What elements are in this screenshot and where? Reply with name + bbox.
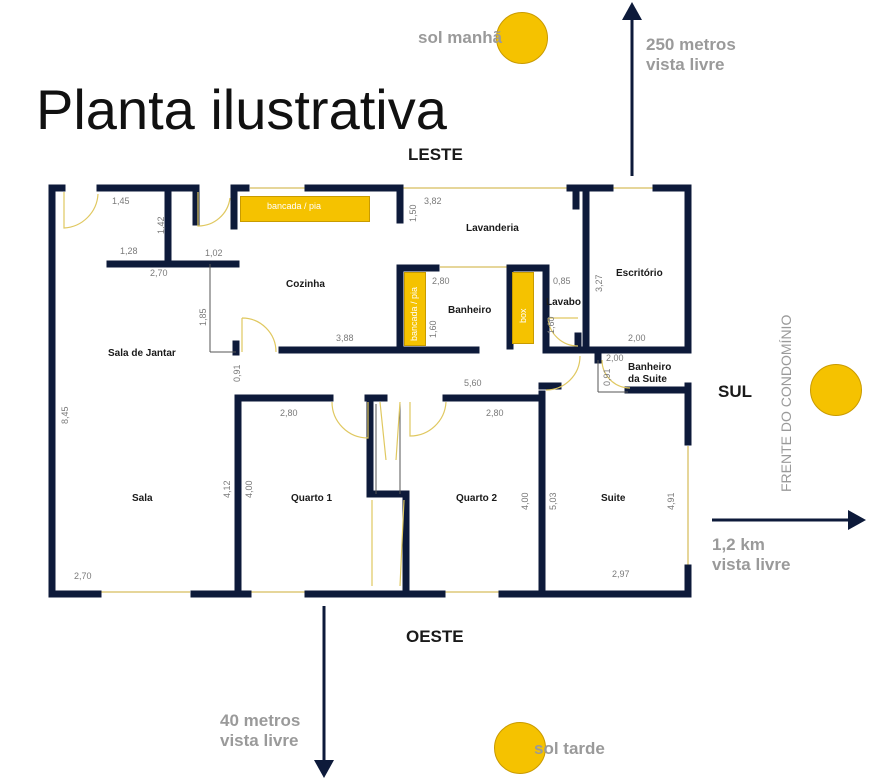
compass-east-label: LESTE bbox=[408, 145, 463, 164]
room-sala: Sala bbox=[132, 493, 153, 504]
dim-0-91-b: 0,91 bbox=[602, 368, 612, 386]
dim-5-60: 5,60 bbox=[464, 378, 482, 388]
dim-4-00-b: 4,00 bbox=[520, 492, 530, 510]
dim-2-00-a: 2,00 bbox=[628, 333, 646, 343]
dim-2-97: 2,97 bbox=[612, 569, 630, 579]
west-view-distance: 40 metros bbox=[220, 711, 301, 730]
dim-3-82: 3,82 bbox=[424, 196, 442, 206]
room-lavanderia: Lavanderia bbox=[466, 223, 519, 234]
page-title: Planta ilustrativa bbox=[36, 78, 447, 141]
bancada-top: bancada / pia bbox=[240, 196, 370, 222]
east-view-distance: 250 metros bbox=[646, 35, 736, 54]
dim-1-60-a: 1,60 bbox=[428, 320, 438, 338]
south-sun-icon bbox=[810, 364, 862, 416]
south-view-distance: 1,2 km bbox=[712, 535, 765, 554]
shower-box: box bbox=[512, 272, 534, 344]
dim-0-91-a: 0,91 bbox=[232, 364, 242, 382]
dim-4-12: 4,12 bbox=[222, 480, 232, 498]
room-banheiro-suite-line1: Banheiro bbox=[628, 362, 672, 373]
compass-south-label: SUL bbox=[718, 382, 752, 401]
east-view-label: 250 metros vista livre bbox=[646, 35, 736, 75]
dim-5-03: 5,03 bbox=[548, 492, 558, 510]
dim-2-70-b: 2,70 bbox=[74, 571, 92, 581]
room-quarto-2: Quarto 2 bbox=[456, 493, 498, 504]
south-view-text: vista livre bbox=[712, 555, 791, 575]
dim-4-00-a: 4,00 bbox=[244, 480, 254, 498]
dim-1-45: 1,45 bbox=[112, 196, 130, 206]
east-view-text: vista livre bbox=[646, 55, 725, 75]
morning-sun-label: sol manhã bbox=[418, 28, 503, 47]
dim-8-45: 8,45 bbox=[60, 406, 70, 424]
afternoon-sun-label: sol tarde bbox=[534, 739, 605, 758]
dim-3-27: 3,27 bbox=[594, 274, 604, 292]
room-sala-de-jantar: Sala de Jantar bbox=[108, 348, 176, 359]
bancada-vertical-label: bancada / pia bbox=[409, 286, 419, 341]
dim-1-28: 1,28 bbox=[120, 246, 138, 256]
room-banheiro-suite-line2: da Suite bbox=[628, 373, 667, 385]
dim-1-60-b: 1,60 bbox=[546, 316, 556, 334]
afternoon-sun-icon bbox=[494, 722, 546, 774]
west-arrow-head bbox=[314, 760, 334, 778]
dim-2-80-c: 2,80 bbox=[486, 408, 504, 418]
room-quarto-1: Quarto 1 bbox=[291, 493, 333, 504]
dim-1-02: 1,02 bbox=[205, 248, 223, 258]
dim-2-80-a: 2,80 bbox=[432, 276, 450, 286]
dim-0-85: 0,85 bbox=[553, 276, 571, 286]
shower-box-label: box bbox=[518, 308, 528, 323]
dim-2-80-b: 2,80 bbox=[280, 408, 298, 418]
room-lavabo: Lavabo bbox=[546, 297, 582, 308]
room-suite: Suite bbox=[601, 493, 626, 504]
south-arrow-head bbox=[848, 510, 866, 530]
bancada-top-label: bancada / pia bbox=[267, 201, 322, 211]
west-view-label: 40 metros vista livre bbox=[220, 711, 300, 751]
dim-4-91: 4,91 bbox=[666, 492, 676, 510]
room-escritorio: Escritório bbox=[616, 268, 663, 279]
room-banheiro-suite: Banheiro da Suite bbox=[628, 362, 671, 385]
dim-3-88: 3,88 bbox=[336, 333, 354, 343]
dim-1-50: 1,50 bbox=[408, 204, 418, 222]
room-cozinha: Cozinha bbox=[286, 279, 325, 290]
south-view-label: 1,2 km vista livre bbox=[712, 535, 790, 575]
dim-1-85: 1,85 bbox=[198, 308, 208, 326]
room-banheiro: Banheiro bbox=[448, 305, 492, 316]
dim-2-70-a: 2,70 bbox=[150, 268, 168, 278]
morning-sun-icon bbox=[496, 12, 548, 64]
west-view-text: vista livre bbox=[220, 731, 299, 751]
dim-2-00-b: 2,00 bbox=[606, 353, 624, 363]
compass-west-label: OESTE bbox=[406, 627, 464, 646]
dim-1-42: 1,42 bbox=[156, 216, 166, 234]
east-arrow-head bbox=[622, 2, 642, 20]
bancada-vertical: bancada / pia bbox=[404, 272, 426, 346]
